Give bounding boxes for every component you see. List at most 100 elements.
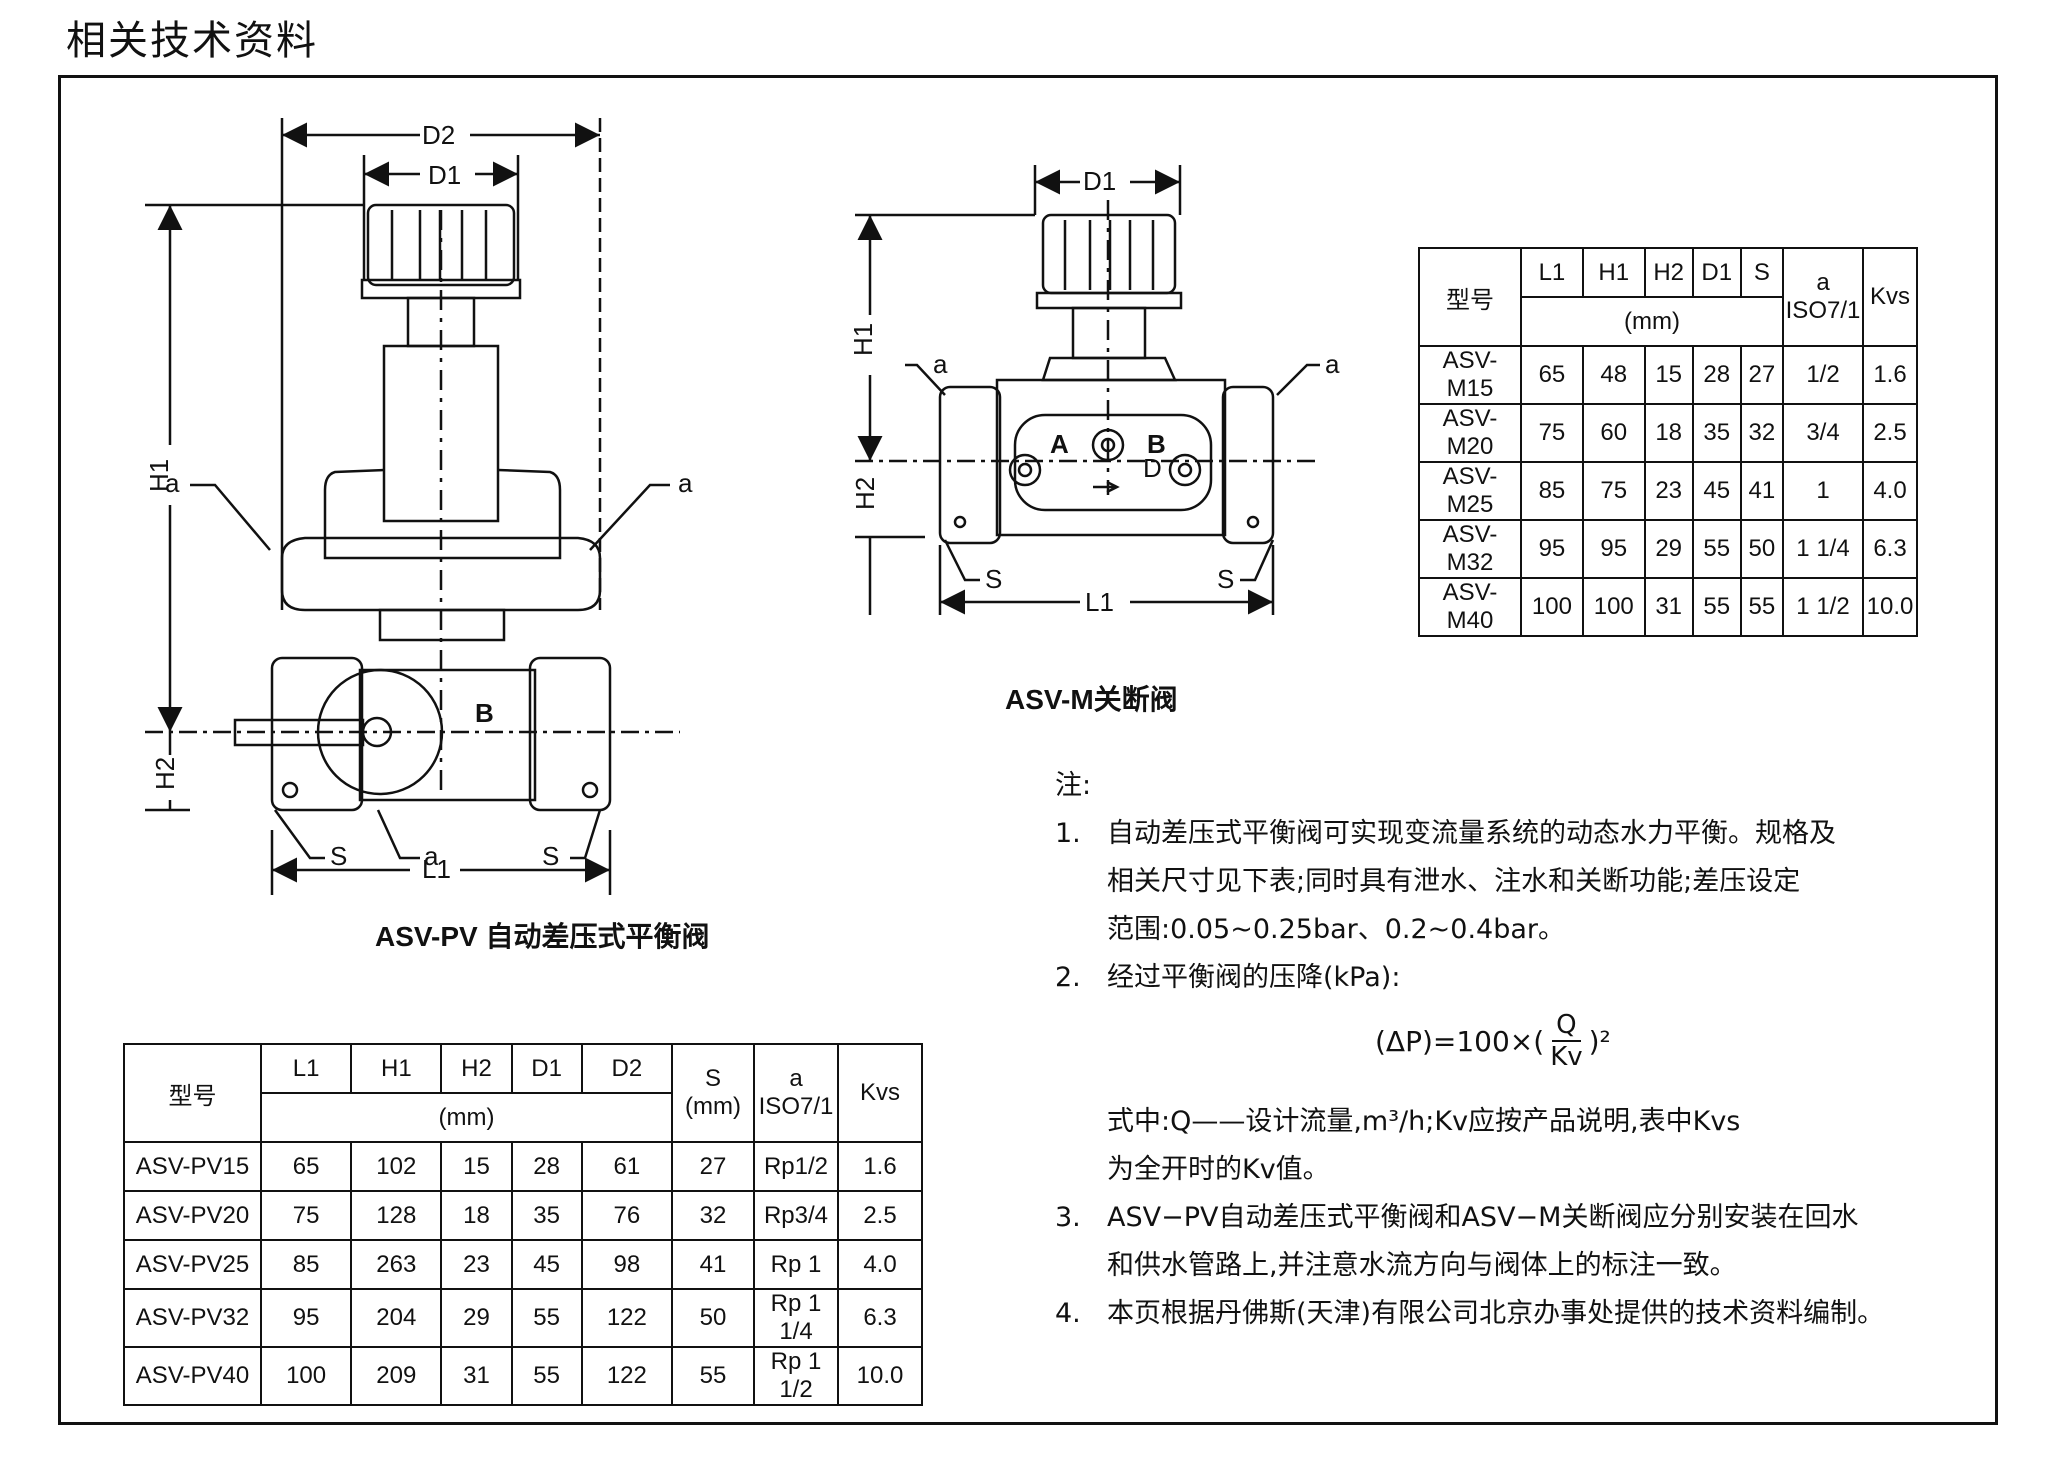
table-cell: 4.0	[1862, 461, 1918, 521]
table-cell: 65	[1520, 345, 1584, 405]
pv-label-d2: D2	[422, 120, 455, 150]
notes-title: 注:	[1055, 770, 1092, 801]
table-cell: 2.5	[837, 1190, 923, 1241]
table-cell: 45	[510, 1239, 583, 1290]
pv-th-model: 型号	[123, 1043, 262, 1143]
pv-th-kvs: Kvs	[837, 1043, 923, 1143]
table-cell: 2.5	[1862, 403, 1918, 463]
pv-th-h1: H1	[350, 1043, 443, 1094]
table-cell: 32	[1739, 403, 1785, 463]
note-1: 1.自动差压式平衡阀可实现变流量系统的动态水力平衡。规格及	[1055, 818, 1836, 849]
table-cell: 61	[580, 1141, 674, 1192]
note-2-line-3: 为全开时的Kv值。	[1107, 1154, 1330, 1185]
table-cell: 75	[1581, 461, 1646, 521]
table-cell: 41	[671, 1239, 755, 1290]
table-cell: 65	[259, 1141, 353, 1192]
pv-th-mm: (mm)	[260, 1092, 673, 1143]
table-cell: 15	[440, 1141, 513, 1192]
table-cell: 3/4	[1782, 403, 1864, 463]
pv-label-h1: H1	[144, 459, 174, 492]
m-label-d1: D1	[1083, 166, 1116, 196]
table-cell: 10.0	[837, 1346, 923, 1406]
pv-label-b: B	[475, 698, 494, 728]
note-1-line-2: 相关尺寸见下表;同时具有泄水、注水和关断功能;差压设定	[1107, 866, 1801, 897]
table-cell: 55	[671, 1346, 755, 1406]
pressure-drop-formula: (ΔP)=100×( Q Kv )²	[1375, 1010, 1611, 1072]
table-cell: 1/2	[1782, 345, 1864, 405]
pv-th-d2: D2	[580, 1043, 674, 1094]
table-cell: 23	[1643, 461, 1694, 521]
table-cell: ASV-M32	[1418, 519, 1522, 579]
table-cell: 1	[1782, 461, 1864, 521]
table-cell: ASV-PV40	[123, 1346, 262, 1406]
table-cell: 35	[510, 1190, 583, 1241]
table-cell: 55	[510, 1288, 583, 1348]
asv-m-drawing: D1 H1 H2 L1 a a S S A B D	[848, 165, 1340, 617]
pv-label-l1: L1	[422, 854, 451, 884]
table-cell: 50	[671, 1288, 755, 1348]
table-cell: 55	[1739, 577, 1785, 637]
table-cell: 75	[1520, 403, 1584, 463]
table-cell: Rp 1	[753, 1239, 839, 1290]
table-cell: 95	[259, 1288, 353, 1348]
table-cell: ASV-M20	[1418, 403, 1522, 463]
table-cell: 60	[1581, 403, 1646, 463]
m-label-h2: H2	[850, 477, 880, 510]
table-cell: 23	[440, 1239, 513, 1290]
table-cell: 31	[1643, 577, 1694, 637]
table-cell: 1 1/4	[1782, 519, 1864, 579]
table-cell: 1.6	[1862, 345, 1918, 405]
pv-label-s-left: S	[330, 841, 347, 871]
table-cell: 122	[580, 1346, 674, 1406]
m-label-a-right: a	[1325, 349, 1340, 379]
m-label-a-port: A	[1050, 429, 1069, 459]
table-cell: 35	[1691, 403, 1742, 463]
table-cell: ASV-PV25	[123, 1239, 262, 1290]
table-cell: ASV-M25	[1418, 461, 1522, 521]
pv-th-s: S(mm)	[671, 1043, 755, 1143]
table-cell: 29	[1643, 519, 1694, 579]
table-cell: 29	[440, 1288, 513, 1348]
m-label-b-port: B	[1147, 429, 1166, 459]
table-cell: 45	[1691, 461, 1742, 521]
table-cell: 6.3	[837, 1288, 923, 1348]
asv-pv-drawing: D2 D1 H1 H2 L1 a a S a S B	[144, 118, 693, 895]
table-cell: 85	[1520, 461, 1584, 521]
note-4: 4.本页根据丹佛斯(天津)有限公司北京办事处提供的技术资料编制。	[1055, 1298, 1885, 1329]
table-cell: 76	[580, 1190, 674, 1241]
table-cell: 128	[350, 1190, 443, 1241]
pv-label-a-right: a	[678, 468, 693, 498]
m-th-l1: L1	[1520, 247, 1584, 298]
table-cell: 95	[1520, 519, 1584, 579]
table-cell: 122	[580, 1288, 674, 1348]
formula-lhs: (ΔP)=100×(	[1375, 1024, 1545, 1058]
note-1-line-3: 范围:0.05~0.25bar、0.2~0.4bar。	[1107, 914, 1566, 945]
table-cell: Rp 1 1/4	[753, 1288, 839, 1348]
table-cell: 41	[1739, 461, 1785, 521]
table-cell: 28	[1691, 345, 1742, 405]
table-cell: 55	[1691, 577, 1742, 637]
table-cell: 100	[259, 1346, 353, 1406]
m-label-d-port: D	[1143, 453, 1162, 483]
pv-caption: ASV-PV 自动差压式平衡阀	[375, 921, 710, 952]
table-cell: 27	[671, 1141, 755, 1192]
note-2: 2.经过平衡阀的压降(kPa):	[1055, 962, 1401, 993]
formula-rhs: )²	[1588, 1024, 1611, 1058]
table-cell: 1 1/2	[1782, 577, 1864, 637]
pv-th-d1: D1	[510, 1043, 583, 1094]
note-3: 3.ASV−PV自动差压式平衡阀和ASV−M关断阀应分别安装在回水	[1055, 1202, 1859, 1233]
table-cell: 18	[440, 1190, 513, 1241]
formula-denominator: Kv	[1550, 1042, 1583, 1072]
table-cell: 209	[350, 1346, 443, 1406]
table-cell: 100	[1520, 577, 1584, 637]
table-cell: ASV-PV15	[123, 1141, 262, 1192]
